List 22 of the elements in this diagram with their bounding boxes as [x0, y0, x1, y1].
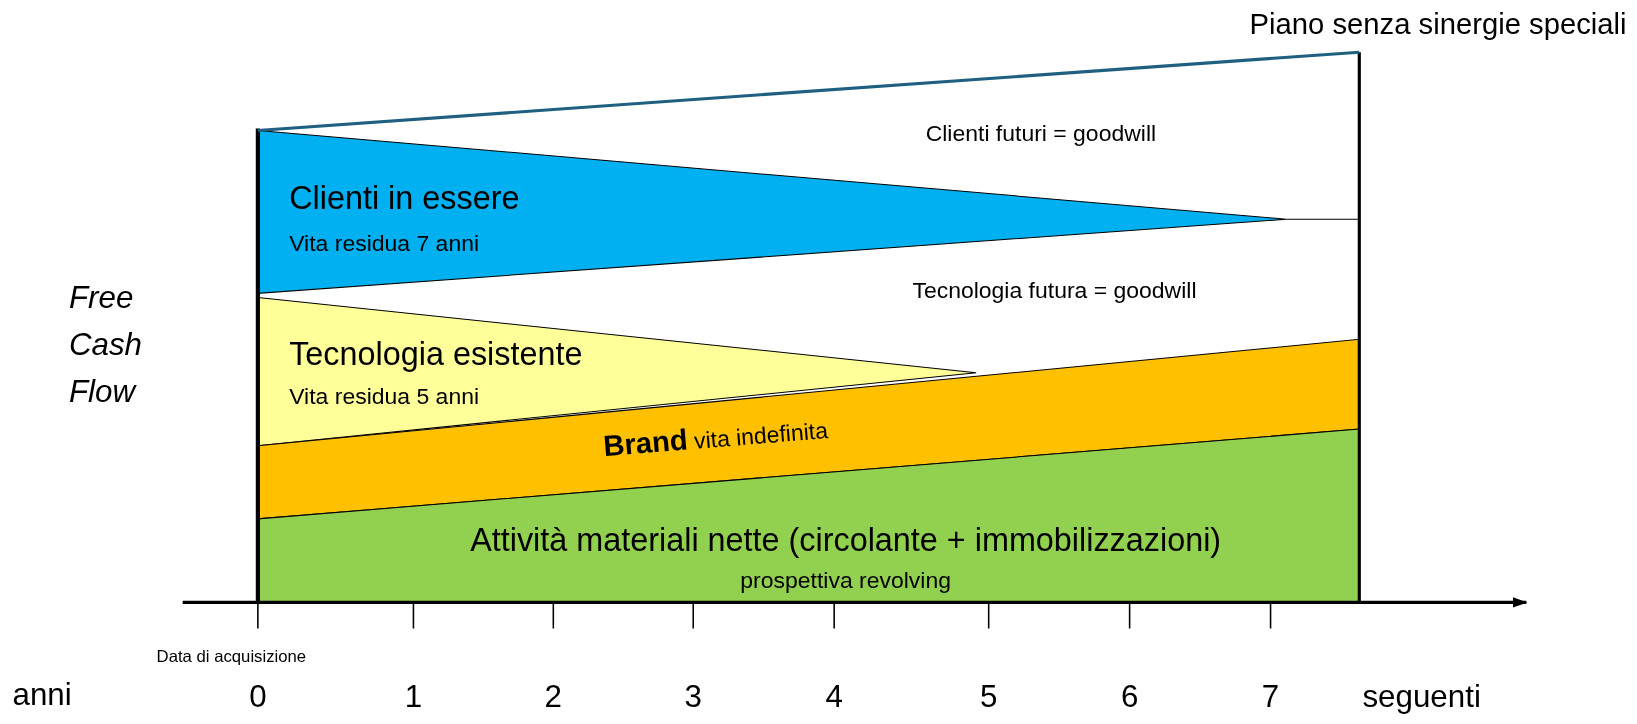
plan-label: Piano senza sinergie speciali [1249, 8, 1627, 42]
band-subtitle: prospettiva revolving [740, 566, 951, 594]
tick-label: 6 [1120, 678, 1139, 715]
axis-title: anni [12, 676, 72, 713]
tick-label: 2 [544, 678, 563, 715]
tick-label: 0 [249, 678, 267, 715]
band-title: Attività materiali nette (circolante + immobilizzazioni) [470, 522, 1222, 560]
segment-subtitle: Vita residua 7 anni [289, 229, 480, 257]
area-label: Tecnologia futura = goodwill [912, 276, 1197, 304]
tick-label: 1 [404, 678, 423, 715]
area-label: Clienti futuri = goodwill [925, 120, 1157, 147]
tick-label: 3 [684, 678, 702, 715]
band-title: Brand vita indefinita [602, 416, 829, 464]
segment-title: Tecnologia esistente [289, 336, 583, 374]
segment-subtitle: Vita residua 5 anni [289, 383, 480, 410]
axis-note: Data di acquisizione [156, 647, 307, 667]
tick-label: 5 [979, 678, 998, 715]
tick-label: 7 [1261, 678, 1280, 715]
tick-label: 4 [825, 678, 843, 715]
segment-title: Clienti in essere [289, 179, 520, 217]
axis-title: Free Cash Flow [68, 278, 144, 411]
tick-label: seguenti [1362, 678, 1481, 715]
